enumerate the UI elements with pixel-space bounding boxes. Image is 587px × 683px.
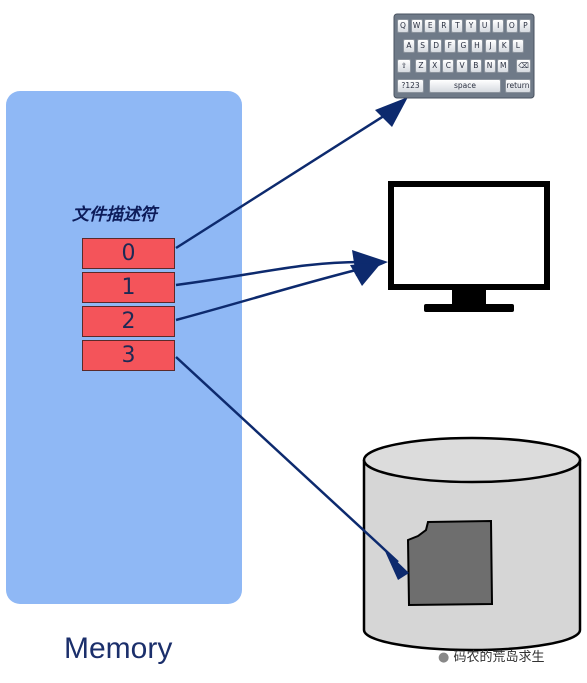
key-m: M (497, 59, 510, 73)
key-c: C (442, 59, 455, 73)
arrowhead-keyboard (375, 97, 408, 127)
key-y: Y (465, 19, 477, 33)
memory-label: Memory (64, 632, 173, 665)
watermark: ● 码农的荒岛求生 (438, 646, 545, 665)
fd-entry-1: 1 (82, 272, 175, 303)
key-r: R (437, 19, 450, 33)
arrowhead-file (384, 549, 409, 580)
key-k: K (498, 39, 511, 53)
file-block (406, 519, 494, 607)
key-g: G (457, 39, 470, 53)
key-w: W (410, 19, 423, 33)
monitor-icon (388, 181, 550, 312)
arrow-fd3-file (175, 356, 399, 563)
key-space: space (429, 79, 501, 93)
key-e: E (424, 19, 437, 33)
key-p: P (519, 19, 532, 33)
key-t: T (451, 19, 464, 33)
arrow-fd1-monitor (175, 260, 363, 287)
key-j: J (484, 39, 497, 53)
fd-table-title: 文件描述符 (72, 205, 157, 225)
key-d: D (430, 39, 443, 53)
keyboard-panel (393, 13, 535, 99)
key-f: F (443, 39, 456, 53)
fd-entry-2: 2 (82, 306, 175, 337)
key-o: O (505, 19, 518, 33)
key-l: L (511, 39, 524, 53)
key-x: X (428, 59, 441, 73)
key-q: Q (397, 19, 409, 33)
key-z: Z (415, 59, 427, 73)
key-shift: ⇧ (397, 59, 411, 73)
key-return: return (505, 79, 531, 93)
key-h: H (471, 39, 483, 53)
key-backspace: ⌫ (516, 59, 531, 73)
arrow-fd2-monitor (175, 266, 365, 322)
arrowhead-monitor-lower (350, 262, 382, 286)
fd-entry-3: 3 (82, 340, 175, 371)
key-s: S (416, 39, 429, 53)
key-v: V (456, 59, 469, 73)
key-b: B (469, 59, 482, 73)
arrow-fd0-keyboard (175, 110, 391, 250)
key-a: A (403, 39, 415, 53)
key-numbers: ?123 (397, 79, 424, 93)
fd-entry-0: 0 (82, 238, 175, 269)
key-n: N (483, 59, 496, 73)
key-u: U (478, 19, 491, 33)
key-i: I (492, 19, 505, 33)
watermark-text: 码农的荒岛求生 (453, 650, 545, 665)
wechat-icon: ● (438, 650, 450, 665)
